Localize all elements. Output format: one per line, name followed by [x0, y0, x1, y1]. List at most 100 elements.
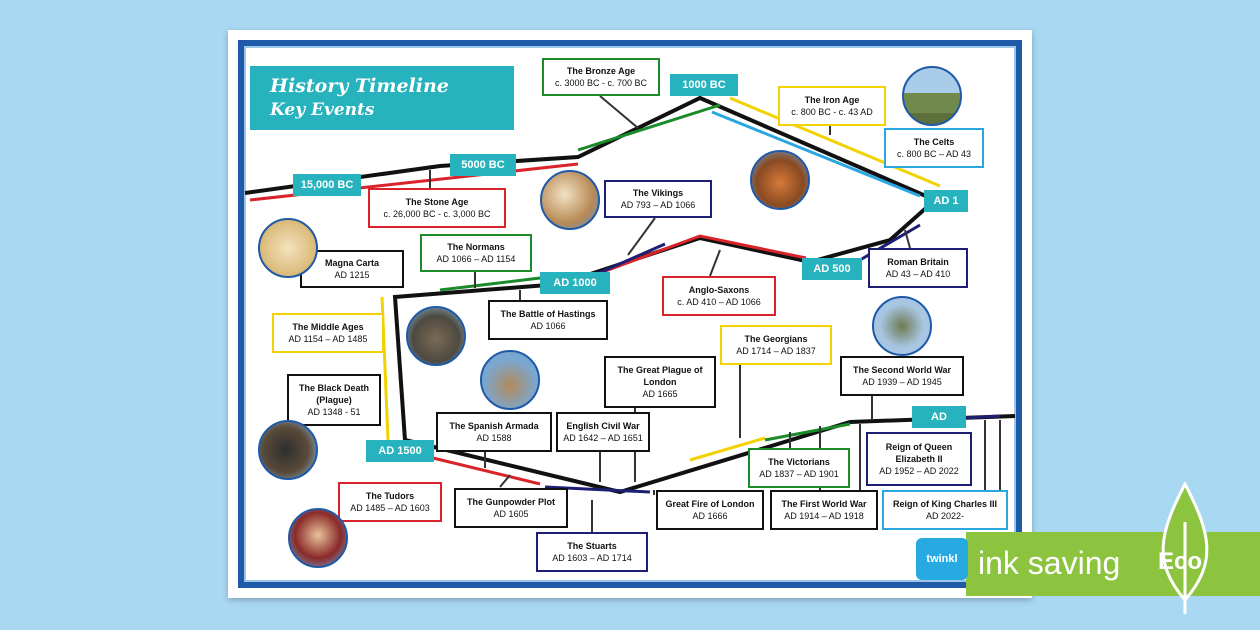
event-date: AD 1066 – AD 1154: [436, 254, 516, 264]
anglo-saxon-line: [599, 234, 807, 275]
celts-image: [750, 150, 810, 210]
event-box: English Civil War AD 1642 – AD 1651: [556, 412, 650, 452]
event-name: The Stone Age: [405, 197, 469, 207]
event-date: AD 1914 – AD 1918: [784, 511, 864, 521]
event-name: Reign of King Charles III: [892, 499, 997, 509]
event-date: AD 1588: [476, 433, 512, 443]
georgian-line: [689, 436, 766, 462]
event-date: c. AD 410 – AD 1066: [677, 297, 761, 307]
iron-age-line: [729, 96, 941, 188]
event-date: AD 1066: [530, 321, 566, 331]
event-name: The Gunpowder Plot: [467, 497, 555, 507]
event-name: Great Fire of London: [665, 499, 755, 509]
event-box: Magna Carta AD 1215: [300, 250, 404, 288]
event-name: The First World War: [781, 499, 867, 509]
event-name: The Vikings: [632, 188, 684, 198]
date-marker: AD 2000: [912, 406, 966, 445]
event-box: The Battle of Hastings AD 1066: [488, 300, 608, 340]
event-date: AD 2022-: [925, 511, 965, 521]
event-name: Reign of Queen Elizabeth II: [885, 442, 953, 464]
date-marker: AD 500: [802, 258, 862, 280]
event-name: Magna Carta: [324, 258, 379, 268]
leaf-icon: [1161, 482, 1209, 614]
event-box: Reign of King Charles III AD 2022-: [882, 490, 1008, 530]
event-date: AD 793 – AD 1066: [620, 200, 696, 210]
viking-ship-image: [540, 170, 600, 230]
event-box: The Second World War AD 1939 – AD 1945: [840, 356, 964, 396]
event-box: The Tudors AD 1485 – AD 1603: [338, 482, 442, 522]
event-box: The Middle Ages AD 1154 – AD 1485: [272, 313, 384, 353]
event-name: The Middle Ages: [292, 322, 364, 332]
date-marker: AD 1: [924, 190, 968, 212]
event-name: The Spanish Armada: [449, 421, 539, 431]
event-box: Roman Britain AD 43 – AD 410: [868, 248, 968, 288]
ink-saving-banner: [966, 532, 1260, 596]
event-date: AD 1939 – AD 1945: [862, 377, 942, 387]
event-date: AD 1605: [493, 509, 529, 519]
event-name: The Tudors: [365, 491, 415, 501]
iron-age-landscape-image: [902, 66, 962, 126]
event-box: The Vikings AD 793 – AD 1066: [604, 180, 712, 218]
event-box: The Normans AD 1066 – AD 1154: [420, 234, 532, 272]
tudor-king-image: [288, 508, 348, 568]
event-name: The Black Death (Plague): [298, 383, 370, 405]
event-box: The Black Death (Plague) AD 1348 - 51: [287, 374, 381, 426]
event-date: c. 800 BC - c. 43 AD: [791, 107, 873, 117]
stuart-line: [544, 485, 651, 494]
event-date: AD 1348 - 51: [307, 407, 361, 417]
poster-title: History Timeline Key Events: [250, 66, 514, 130]
event-name: The Bronze Age: [566, 66, 636, 76]
event-name: English Civil War: [566, 421, 640, 431]
event-date: AD 1714 – AD 1837: [736, 346, 816, 356]
date-marker: 1000 BC: [670, 74, 738, 96]
event-box: The Stone Age c. 26,000 BC - c. 3,000 BC: [368, 188, 506, 228]
event-box: The Stuarts AD 1603 – AD 1714: [536, 532, 648, 572]
timeline-connectors: [429, 95, 1001, 534]
event-date: AD 1665: [642, 389, 678, 399]
event-date: AD 43 – AD 410: [885, 269, 951, 279]
battle-of-hastings-image: [406, 306, 466, 366]
event-box: The Spanish Armada AD 1588: [436, 412, 552, 452]
event-date: AD 1154 – AD 1485: [288, 334, 368, 344]
event-box: The Victorians AD 1837 – AD 1901: [748, 448, 850, 488]
norman-line: [439, 276, 541, 292]
event-name: The Normans: [447, 242, 505, 252]
event-date: c. 3000 BC - c. 700 BC: [554, 78, 648, 88]
event-name: The Celts: [913, 137, 955, 147]
celts-line: [711, 110, 921, 198]
event-box: Reign of Queen Elizabeth II AD 1952 – AD…: [866, 432, 972, 486]
event-box: The Iron Age c. 800 BC - c. 43 AD: [778, 86, 886, 126]
event-box: The Georgians AD 1714 – AD 1837: [720, 325, 832, 365]
event-date: AD 1642 – AD 1651: [563, 433, 643, 443]
poster-inner-border: [244, 46, 1016, 582]
event-name: The Great Plague of London: [617, 365, 703, 387]
event-name: The Second World War: [852, 365, 951, 375]
date-marker: 5000 BC: [450, 154, 516, 176]
plague-doctor-image: [258, 420, 318, 480]
title-line-1: History Timeline: [270, 75, 449, 97]
event-name: The Victorians: [768, 457, 830, 467]
magna-carta-image: [258, 218, 318, 278]
event-date: AD 1666: [692, 511, 728, 521]
event-name: The Battle of Hastings: [500, 309, 596, 319]
event-name: Anglo-Saxons: [688, 285, 750, 295]
title-line-2: Key Events: [270, 100, 375, 120]
event-box: The First World War AD 1914 – AD 1918: [770, 490, 878, 530]
event-name: The Stuarts: [567, 541, 617, 551]
date-marker: 15,000 BC: [293, 174, 361, 196]
event-box: The Gunpowder Plot AD 1605: [454, 488, 568, 528]
event-box: Great Fire of London AD 1666: [656, 490, 764, 530]
eco-text: Eco: [1158, 548, 1203, 575]
date-marker: AD 1000: [540, 272, 610, 294]
event-date: AD 1603 – AD 1714: [552, 553, 632, 563]
second-world-war-plane-image: [872, 296, 932, 356]
event-date: AD 1952 – AD 2022: [879, 466, 959, 476]
event-date: AD 1837 – AD 1901: [759, 469, 839, 479]
spanish-armada-image: [480, 350, 540, 410]
event-date: c. 800 BC – AD 43: [896, 149, 972, 159]
event-box: The Bronze Age c. 3000 BC - c. 700 BC: [542, 58, 660, 96]
event-date: c. 26,000 BC - c. 3,000 BC: [383, 209, 491, 219]
timeline-main-line: [244, 95, 1016, 495]
event-name: Roman Britain: [887, 257, 949, 267]
event-box: The Great Plague of London AD 1665: [604, 356, 716, 408]
